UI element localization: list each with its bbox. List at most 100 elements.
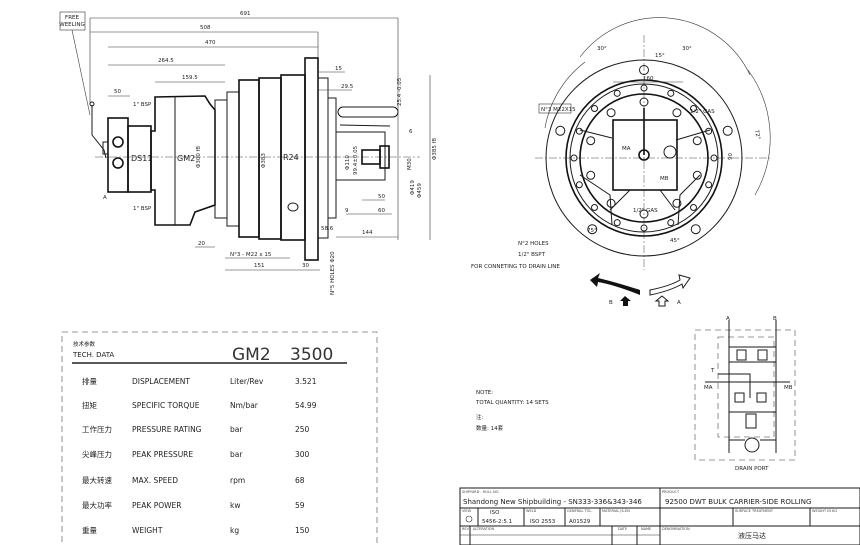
param-name-cn: 重量 bbox=[82, 526, 97, 535]
bolt-hole bbox=[722, 125, 733, 136]
m22-label: N°3 M22X15 bbox=[541, 107, 576, 113]
product-label: PRODUCT bbox=[662, 490, 680, 494]
gas-top-label: 1/2" GAS bbox=[690, 109, 715, 115]
dim-50: 50 bbox=[114, 89, 121, 95]
param-unit: Nm/bar bbox=[230, 401, 259, 410]
model-name: GM2 bbox=[232, 345, 271, 365]
alteration-label: ALTERATION bbox=[473, 527, 495, 531]
bolt-hole bbox=[689, 203, 697, 211]
dim-phi385: Φ385 f8 bbox=[432, 137, 438, 160]
note-title-cn: 注: bbox=[476, 413, 484, 421]
dim-20: 20 bbox=[198, 241, 205, 247]
housing-outer bbox=[565, 79, 723, 237]
iso-label: ISO bbox=[490, 510, 500, 516]
port-mb-label: MB bbox=[660, 176, 669, 182]
dim-470: 470 bbox=[205, 40, 216, 46]
housing-inner bbox=[579, 93, 709, 223]
param-name: PEAK PRESSURE bbox=[132, 450, 193, 459]
param-name: MAX. SPEED bbox=[132, 476, 178, 485]
port-b-label: B bbox=[773, 316, 777, 322]
bsp-bottom-label: 1" BSP bbox=[133, 206, 152, 212]
bolt-hole bbox=[586, 136, 596, 146]
param-value: 250 bbox=[295, 425, 310, 434]
dim-160: 160 bbox=[643, 76, 654, 82]
bolt-hole bbox=[570, 154, 578, 162]
param-unit: bar bbox=[230, 425, 243, 434]
bolt-hole bbox=[591, 203, 599, 211]
adapter-ring bbox=[226, 91, 240, 227]
bsp-top-label: 1" BSP bbox=[133, 102, 152, 108]
dim-phi300: Φ300 f8 bbox=[196, 145, 202, 168]
param-name: PEAK POWER bbox=[132, 501, 182, 510]
shipyard-value: Shandong New Shipbuilding - SN333-336&34… bbox=[463, 498, 642, 506]
dim-phi419: Φ419 bbox=[410, 180, 416, 195]
param-value: 59 bbox=[295, 501, 305, 510]
dim-508: 508 bbox=[200, 25, 211, 31]
leader-line bbox=[71, 29, 91, 116]
valve-lever-mount bbox=[102, 141, 109, 155]
valve-lever-pivot bbox=[638, 149, 650, 161]
flange-pilot bbox=[317, 77, 329, 239]
angle-arc bbox=[544, 61, 586, 129]
bolt-hole bbox=[705, 181, 713, 189]
output-hub bbox=[327, 97, 337, 219]
bolt-hole bbox=[640, 224, 648, 232]
dim-29-5: 29.5 bbox=[341, 84, 354, 90]
bolt-hole bbox=[587, 224, 598, 235]
rev-label: REV bbox=[462, 527, 470, 531]
tech-data-title-cn: 技术参数 bbox=[73, 340, 96, 348]
iso-standard: 5456-2:5.1 bbox=[482, 519, 512, 525]
flange-outer bbox=[545, 59, 743, 257]
note-quantity: TOTAL QUANTITY: 14 SETS bbox=[475, 400, 549, 406]
name-label: NAME bbox=[641, 527, 651, 531]
bolt-hole bbox=[555, 125, 566, 136]
material-label: MATERIAL JS-EN bbox=[602, 509, 630, 513]
weld-value: ISO 2553 bbox=[530, 519, 556, 525]
dim-159-5: 159.5 bbox=[182, 75, 198, 81]
bolt-hole bbox=[667, 89, 675, 97]
free-wheeling-label: WEELING bbox=[59, 22, 84, 28]
relief-valve-icon bbox=[736, 349, 747, 361]
weld-label: WELD bbox=[526, 509, 537, 513]
dim-691: 691 bbox=[240, 11, 251, 17]
angle-arc bbox=[579, 17, 751, 76]
rotation-a-label: A bbox=[677, 300, 681, 306]
note: NOTE: TOTAL QUANTITY: 14 SETS 注: 数量: 14套 bbox=[475, 390, 549, 432]
gas-bottom-label: 1/2" GAS bbox=[633, 208, 658, 214]
free-wheeling-lever bbox=[91, 105, 107, 159]
product-value: 92500 DWT BULK CARRIER-SIDE ROLLING bbox=[665, 498, 811, 506]
drain-plug bbox=[287, 202, 299, 212]
dim-phi99: 99.4±0.05 bbox=[353, 145, 359, 175]
dim-15: 15 bbox=[335, 66, 342, 72]
param-name-cn: 最大功率 bbox=[82, 500, 112, 510]
angle-label: 45° bbox=[670, 238, 680, 244]
dim-phi383: Φ383 bbox=[261, 153, 267, 168]
valve-fitting bbox=[663, 145, 677, 159]
angle-label: 30° bbox=[682, 46, 692, 52]
dim-264-5: 264.5 bbox=[158, 58, 174, 64]
drain-note-line: 1/2" BSPT bbox=[518, 252, 546, 258]
bolt-hole bbox=[613, 89, 621, 97]
relief-valve-icon bbox=[757, 349, 768, 361]
drain-note-line: N°2 HOLES bbox=[518, 241, 549, 247]
param-value: 68 bbox=[295, 476, 305, 485]
schematic-inner-box bbox=[717, 336, 775, 438]
dim-144: 144 bbox=[362, 230, 373, 236]
shaft-nut bbox=[379, 145, 390, 169]
bolt-hole bbox=[705, 127, 713, 135]
housing-ring bbox=[569, 83, 719, 233]
dim-6: 6 bbox=[409, 129, 413, 135]
dim-25-4: 25.4 -0.05 bbox=[397, 77, 403, 106]
param-name: PRESSURE RATING bbox=[132, 425, 202, 434]
bolt-hole bbox=[672, 198, 682, 208]
bolt-hole bbox=[672, 108, 682, 118]
param-name-cn: 最大转速 bbox=[82, 475, 112, 485]
note-quantity-cn: 数量: 14套 bbox=[476, 424, 504, 432]
param-name-cn: 尖峰压力 bbox=[82, 449, 112, 459]
bolt-hole bbox=[689, 105, 697, 113]
bolt-hole bbox=[639, 65, 649, 75]
